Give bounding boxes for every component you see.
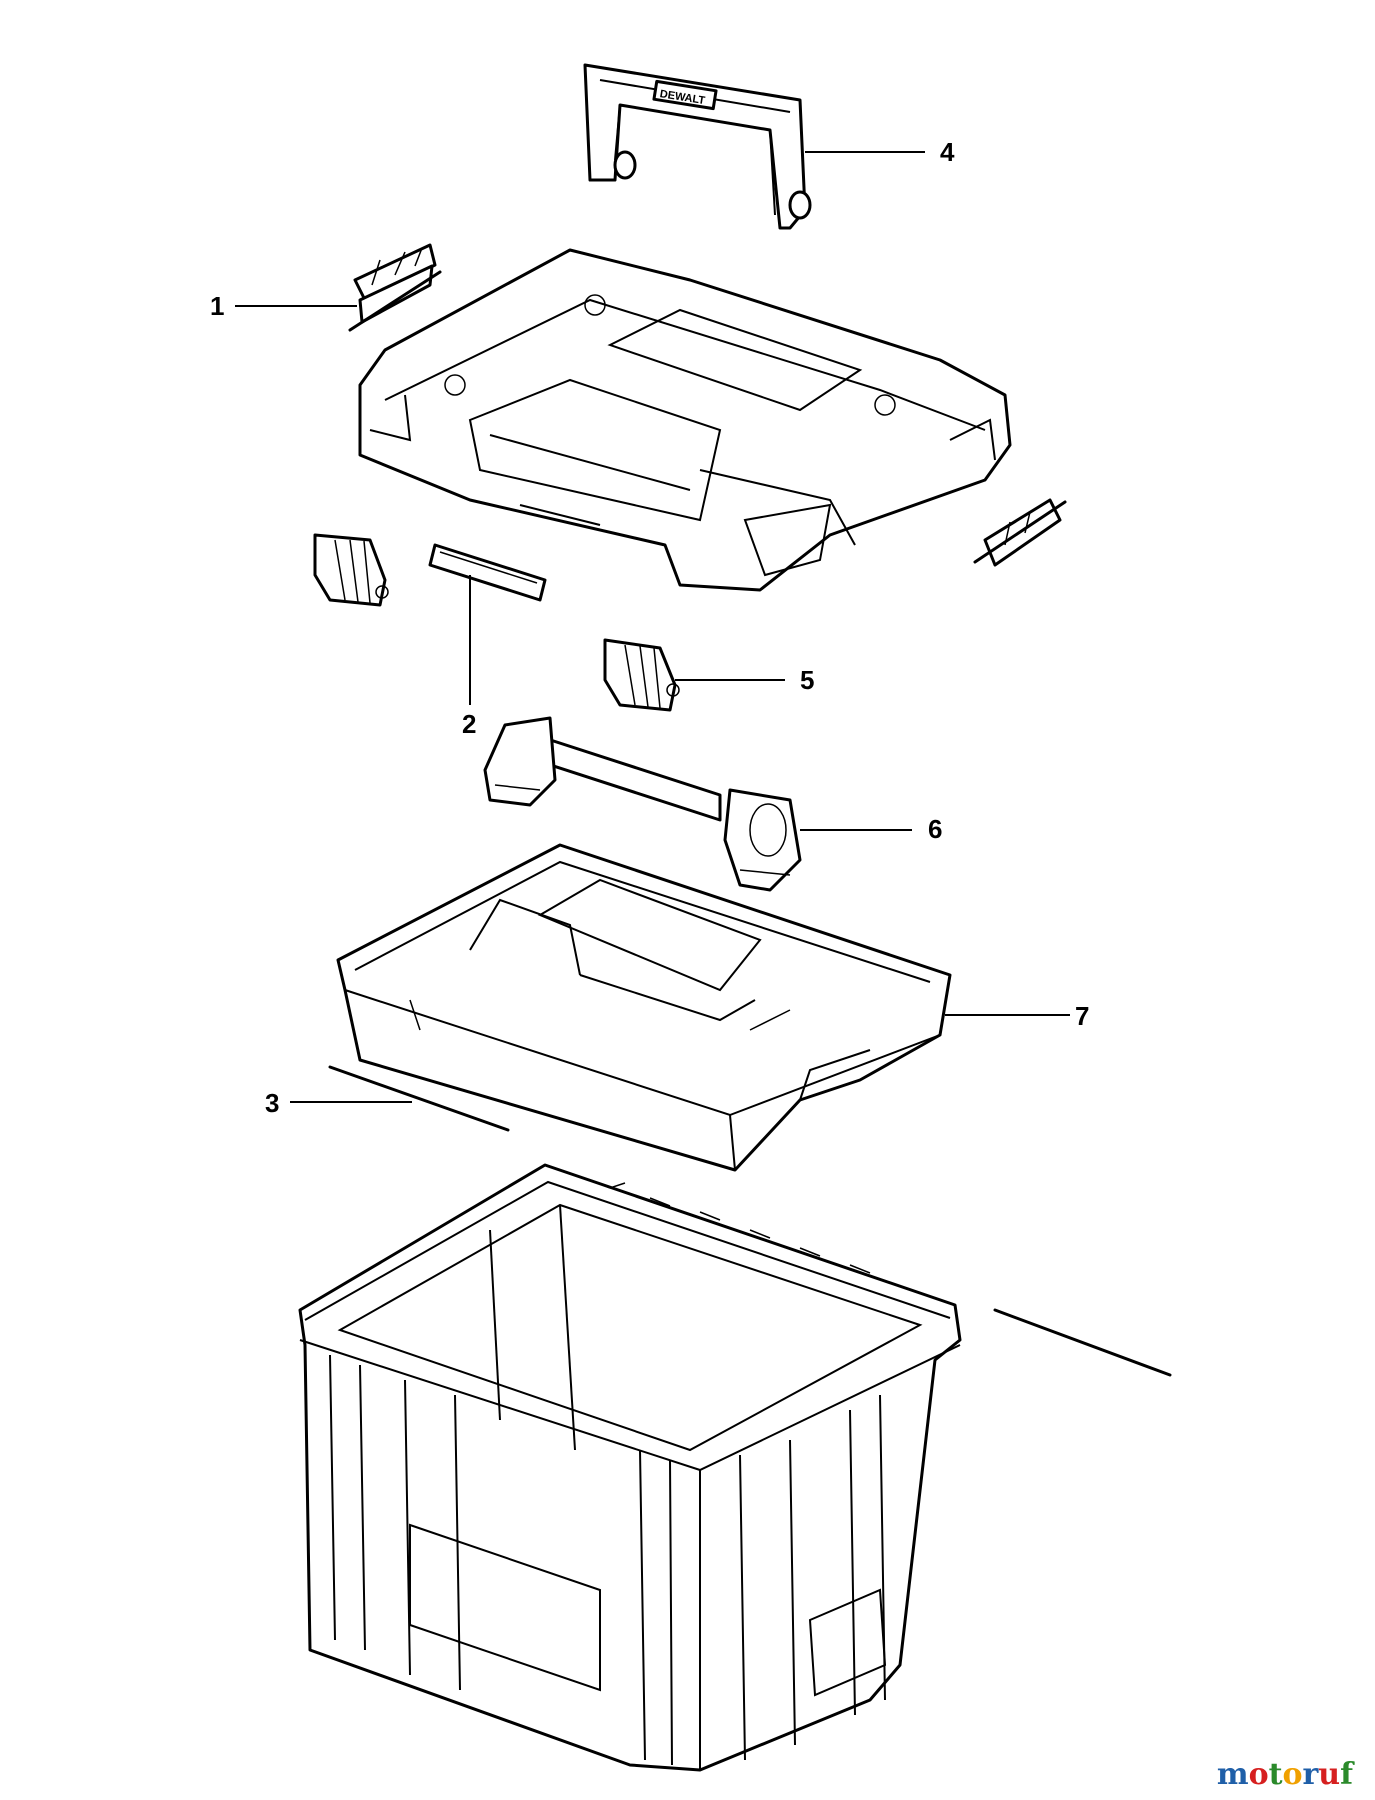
- callout-3: 3: [265, 1088, 279, 1118]
- hinge-pin-right: [993, 1308, 1172, 1377]
- latch-left: [313, 533, 389, 607]
- callout-6: 6: [928, 814, 942, 844]
- callout-1: 1: [210, 291, 224, 321]
- base-box: [298, 1163, 962, 1772]
- part-7-tray: [336, 843, 952, 1172]
- watermark-text: motoruf: [1216, 1757, 1353, 1792]
- hinge-clip-right: [973, 498, 1067, 567]
- lid-assembly: [358, 248, 1012, 592]
- callout-7: 7: [1075, 1001, 1089, 1031]
- watermark-logo: motoruf: [1217, 1757, 1353, 1792]
- part-5-latch: [603, 638, 680, 712]
- part-1-hinge-clip: [348, 243, 442, 332]
- callout-4: 4: [940, 137, 955, 167]
- callout-2: 2: [462, 709, 476, 739]
- part-3-hinge-pin: [328, 1065, 510, 1132]
- part-6-tray-handle: [483, 716, 802, 892]
- part-2-label-plate: [428, 543, 547, 602]
- part-4-top-handle: DEWALT: [583, 63, 812, 230]
- callout-5: 5: [800, 665, 814, 695]
